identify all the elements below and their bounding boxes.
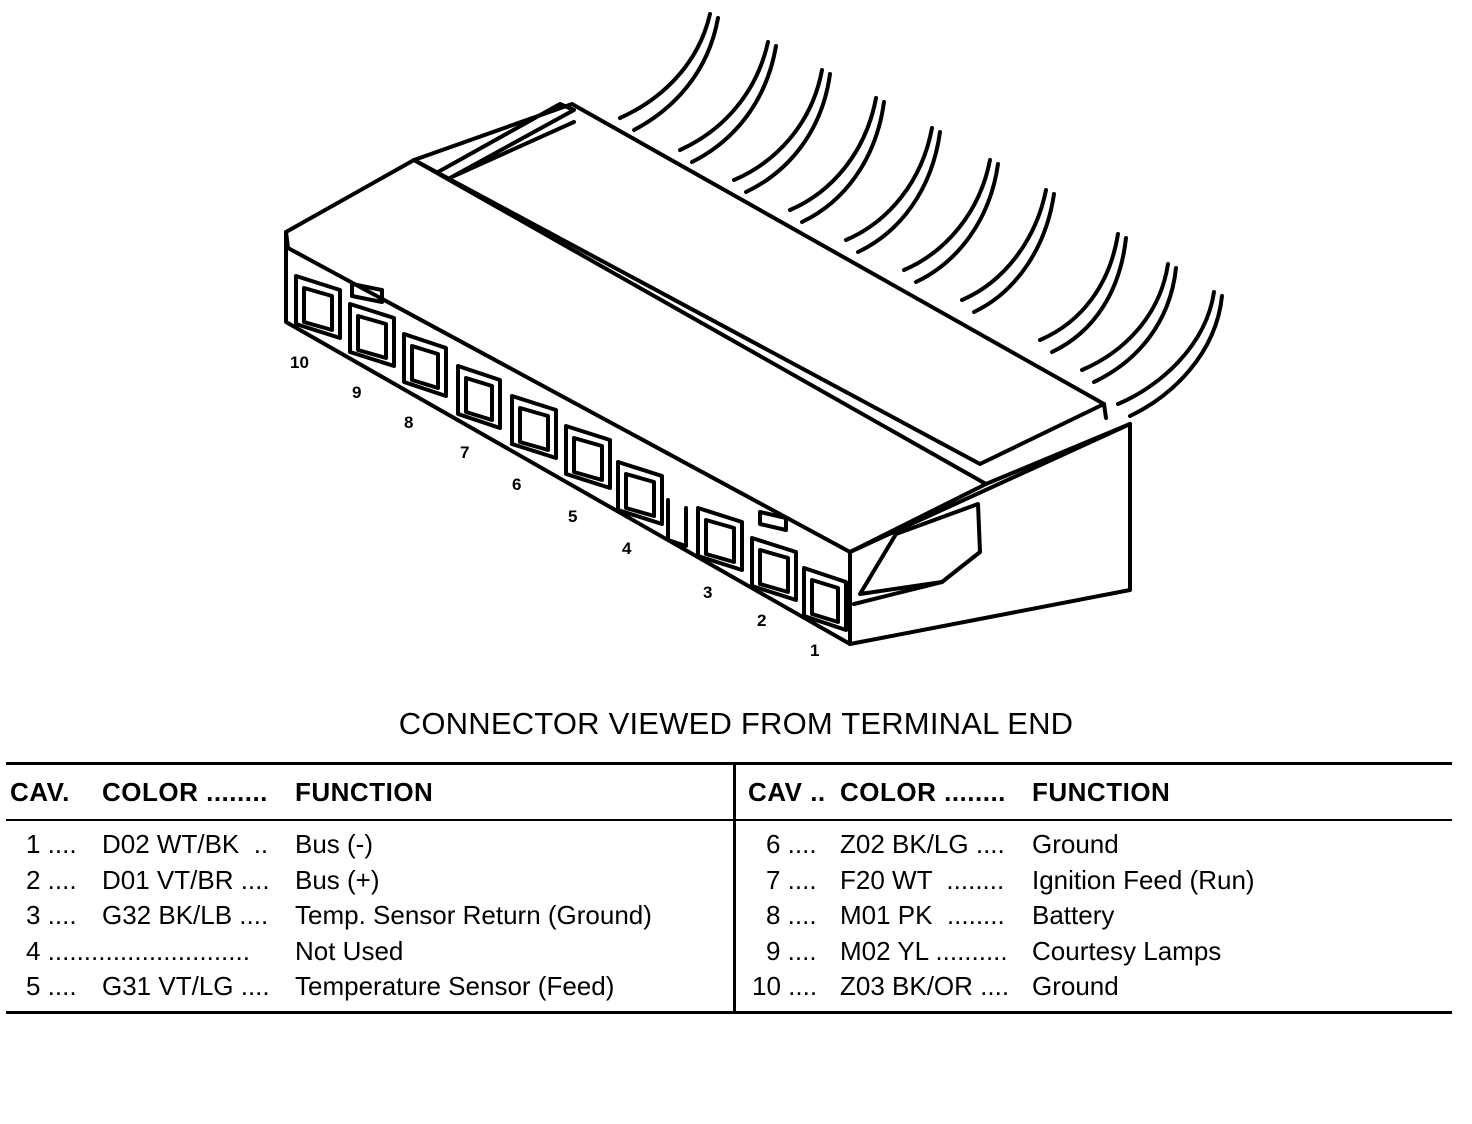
cell-cav: 10 .... <box>752 971 818 1001</box>
pinout-table: CAV. COLOR ........ FUNCTION 1 .... D02 … <box>6 762 1452 1014</box>
diagram-caption: CONNECTOR VIEWED FROM TERMINAL END <box>398 706 1074 741</box>
wire-8 <box>732 68 824 182</box>
cell-cav: 6 .... <box>766 829 817 859</box>
table-row: 2 .... D01 VT/BR .... Bus (+) <box>6 863 733 899</box>
cavity-label-6: 6 <box>512 475 521 494</box>
table-row: 5 .... G31 VT/LG .... Temperature Sensor… <box>6 969 733 1005</box>
cavity-2 <box>750 536 798 602</box>
cell-color: Z02 BK/LG .... <box>840 829 1005 859</box>
cavity-9 <box>348 302 396 368</box>
wire-9 <box>678 40 770 152</box>
cavity-label-2: 2 <box>757 611 766 630</box>
wire-10 <box>618 12 712 120</box>
cell-cav: 5 .... <box>26 971 77 1001</box>
wire-bundle <box>618 12 1224 418</box>
header-function: FUNCTION <box>1032 777 1171 807</box>
wire-3 <box>1038 232 1120 342</box>
wire-6 <box>844 126 934 242</box>
cavity-3 <box>696 506 744 572</box>
table-row: 8 .... M01 PK ........ Battery <box>736 898 1452 934</box>
cell-function: Temperature Sensor (Feed) <box>295 971 615 1001</box>
cell-function: Ground <box>1032 971 1119 1001</box>
cavity-openings <box>294 274 848 632</box>
cell-function: Temp. Sensor Return (Ground) <box>295 900 652 930</box>
cavity-6 <box>510 394 558 460</box>
cavity-label-10: 10 <box>290 353 309 372</box>
cavity-1 <box>802 566 848 632</box>
header-cav: CAV. <box>10 777 70 807</box>
header-rule <box>6 819 733 821</box>
cell-cav: 8 .... <box>766 900 817 930</box>
header-function: FUNCTION <box>295 777 434 807</box>
table-row: 4 ............................ Not Used <box>6 934 733 970</box>
cavity-10 <box>294 274 342 340</box>
cavity-label-3: 3 <box>703 583 712 602</box>
cell-function: Bus (-) <box>295 829 373 859</box>
cavity-label-4: 4 <box>622 539 632 558</box>
cell-cav: 7 .... <box>766 864 817 895</box>
header-color: COLOR ........ <box>840 777 1006 807</box>
connector-housing <box>284 102 1132 646</box>
cell-color: F20 WT ........ <box>840 864 1005 895</box>
cell-color: G32 BK/LB .... <box>102 900 269 930</box>
table-row: 10 .... Z03 BK/OR .... Ground <box>736 969 1452 1005</box>
wire-4 <box>960 188 1048 302</box>
cell-cav: 1 .... <box>26 829 77 859</box>
cell-cav: 2 .... <box>26 864 77 895</box>
cell-function: Not Used <box>295 935 404 966</box>
connector-latch <box>858 502 982 596</box>
table-row: 7 .... F20 WT ........ Ignition Feed (Ru… <box>736 863 1452 899</box>
wire-5 <box>902 158 992 272</box>
cavity-label-9: 9 <box>352 383 361 402</box>
cell-color: Z03 BK/OR .... <box>840 971 1010 1001</box>
wire-7 <box>788 96 878 212</box>
cell-function: Battery <box>1032 900 1115 930</box>
cell-color: D01 VT/BR .... <box>102 864 270 895</box>
cavity-label-8: 8 <box>404 413 413 432</box>
cell-function: Courtesy Lamps <box>1032 935 1222 966</box>
cavity-4 <box>616 460 664 526</box>
table-row: 1 .... D02 WT/BK .. Bus (-) <box>6 827 733 863</box>
wire-2 <box>1080 262 1170 372</box>
wire-1 <box>1116 290 1216 406</box>
cell-color: D02 WT/BK .. <box>102 829 269 859</box>
cell-color: M02 YL .......... <box>840 935 1008 966</box>
cavity-label-5: 5 <box>568 507 577 526</box>
cell-color: G31 VT/LG .... <box>102 971 270 1001</box>
header-rule <box>736 819 1452 821</box>
cell-cav: 4 ............................ <box>26 935 250 966</box>
cell-function: Ground <box>1032 829 1119 859</box>
column-divider <box>733 765 736 1011</box>
pinout-table-right: CAV .. COLOR ........ FUNCTION 6 .... Z0… <box>736 765 1452 1011</box>
cell-color: M01 PK ........ <box>840 900 1005 930</box>
cavity-7 <box>456 364 502 430</box>
cell-cav: 3 .... <box>26 900 77 930</box>
cell-function: Ignition Feed (Run) <box>1032 864 1255 895</box>
pinout-table-left: CAV. COLOR ........ FUNCTION 1 .... D02 … <box>6 765 733 1011</box>
table-row: 9 .... M02 YL .......... Courtesy Lamps <box>736 934 1452 970</box>
cavity-label-7: 7 <box>460 443 469 462</box>
cell-function: Bus (+) <box>295 864 380 895</box>
header-cav: CAV .. <box>748 777 826 807</box>
table-row: 6 .... Z02 BK/LG .... Ground <box>736 827 1452 863</box>
cavity-label-1: 1 <box>810 641 819 660</box>
header-color: COLOR ........ <box>102 777 268 807</box>
cavity-8 <box>402 332 448 398</box>
cavity-5 <box>564 424 612 490</box>
cell-cav: 9 .... <box>766 935 817 966</box>
connector-drawing: 10 9 8 7 6 5 4 3 2 1 <box>284 12 1224 660</box>
table-row: 3 .... G32 BK/LB .... Temp. Sensor Retur… <box>6 898 733 934</box>
